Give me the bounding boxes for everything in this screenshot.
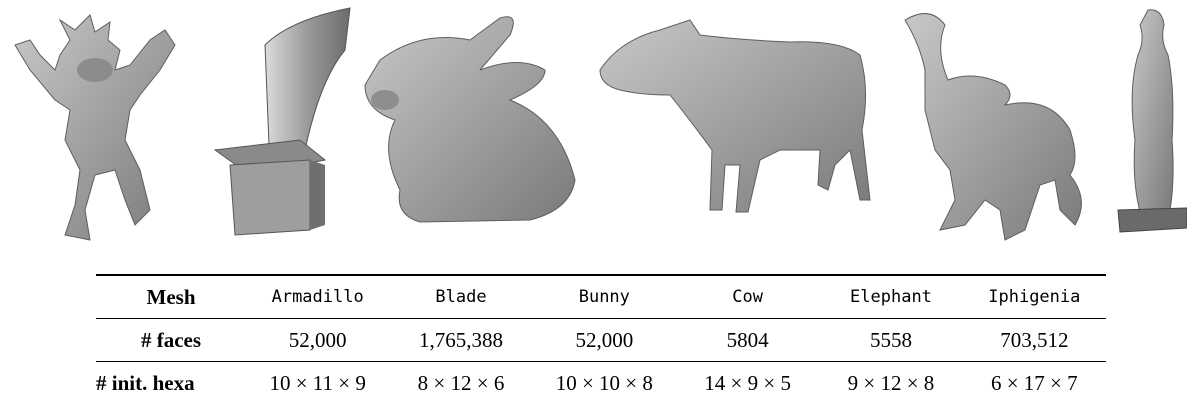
cell-hexa-blade: 8 × 12 × 6 [389,362,532,404]
mesh-statistics-table: Mesh Armadillo Blade Bunny Cow Elephant … [96,274,1106,404]
header-armadillo: Armadillo [246,275,389,319]
table-row: # init. hexa 10 × 11 × 9 8 × 12 × 6 10 ×… [96,362,1106,404]
cell-hexa-armadillo: 10 × 11 × 9 [246,362,389,404]
elephant-mesh-image [905,14,1081,240]
cell-faces-armadillo: 52,000 [246,319,389,362]
row-label-faces: # faces [96,319,246,362]
blade-mesh-image [215,8,350,235]
bunny-mesh-image [365,17,575,222]
header-mesh: Mesh [96,275,246,319]
header-bunny: Bunny [533,275,676,319]
cell-hexa-elephant: 9 × 12 × 8 [819,362,962,404]
table-row: # faces 52,000 1,765,388 52,000 5804 555… [96,319,1106,362]
cell-faces-iphigenia: 703,512 [963,319,1106,362]
cell-faces-elephant: 5558 [819,319,962,362]
header-iphigenia: Iphigenia [963,275,1106,319]
mesh-renderings [0,0,1187,260]
cell-faces-bunny: 52,000 [533,319,676,362]
cow-mesh-image [600,20,870,212]
header-blade: Blade [389,275,532,319]
cell-hexa-iphigenia: 6 × 17 × 7 [963,362,1106,404]
header-cow: Cow [676,275,819,319]
cell-hexa-cow: 14 × 9 × 5 [676,362,819,404]
iphigenia-mesh-image [1118,10,1187,232]
cell-faces-cow: 5804 [676,319,819,362]
armadillo-mesh-image [15,15,175,240]
row-label-hexa: # init. hexa [96,362,246,404]
cell-hexa-bunny: 10 × 10 × 8 [533,362,676,404]
table-header-row: Mesh Armadillo Blade Bunny Cow Elephant … [96,275,1106,319]
header-elephant: Elephant [819,275,962,319]
cell-faces-blade: 1,765,388 [389,319,532,362]
